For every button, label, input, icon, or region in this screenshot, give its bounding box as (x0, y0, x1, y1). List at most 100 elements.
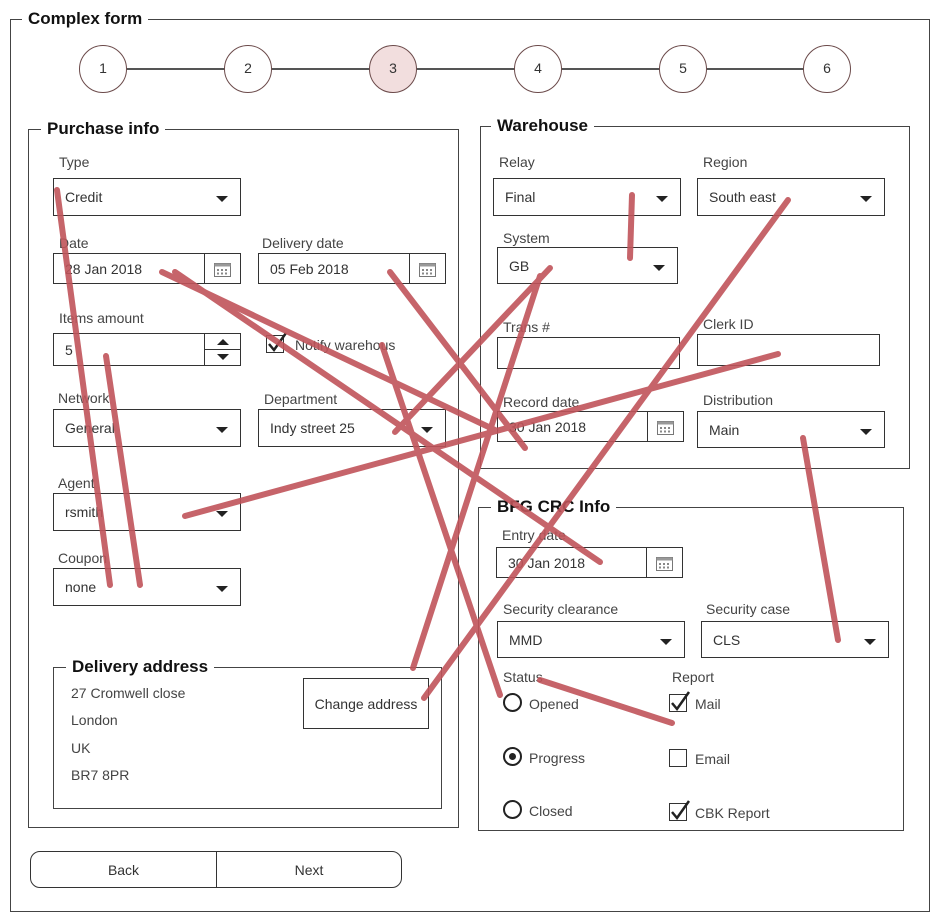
department-select[interactable]: Indy street 25 (258, 409, 446, 447)
relay-select[interactable]: Final (493, 178, 681, 216)
report-cbk-checkbox[interactable] (669, 800, 691, 821)
address-line: 27 Cromwell close (71, 685, 186, 701)
items-amount-stepper[interactable]: 5 (53, 333, 241, 366)
address-line: London (71, 712, 118, 728)
date-input[interactable]: 28 Jan 2018 (53, 253, 241, 284)
coupon-label: Coupon (58, 550, 108, 566)
step-1[interactable]: 1 (79, 45, 127, 93)
distribution-select[interactable]: Main (697, 411, 885, 448)
caret-down-icon (656, 196, 668, 202)
coupon-select[interactable]: none (53, 568, 241, 606)
form-title: Complex form (22, 9, 149, 29)
agent-select[interactable]: rsmith (53, 493, 241, 531)
status-opened-radio[interactable] (503, 693, 522, 712)
caret-down-icon (216, 427, 228, 433)
next-button[interactable]: Next (216, 851, 402, 888)
status-progress-radio[interactable] (503, 747, 522, 766)
status-progress-label: Progress (529, 750, 586, 766)
change-address-button[interactable]: Change address (303, 678, 429, 729)
network-select[interactable]: General (53, 409, 241, 447)
type-select[interactable]: Credit (53, 178, 241, 216)
security-clearance-select[interactable]: MMD (497, 621, 685, 658)
report-mail-label: Mail (695, 696, 721, 712)
stepper-line (417, 68, 515, 70)
delivery-address-panel (53, 667, 442, 809)
address-line: BR7 8PR (71, 767, 130, 783)
report-cbk-label: CBK Report (695, 805, 770, 821)
caret-down-icon (864, 638, 876, 645)
status-label: Status (503, 669, 543, 685)
form-frame (10, 19, 930, 912)
calendar-button[interactable] (204, 254, 240, 283)
step-2[interactable]: 2 (224, 45, 272, 93)
calendar-button[interactable] (409, 254, 445, 283)
step-3[interactable]: 3 (369, 45, 417, 93)
network-label: Network (58, 390, 110, 406)
checkmark-icon (671, 800, 691, 821)
status-closed-label: Closed (529, 803, 573, 819)
warehouse-title: Warehouse (491, 116, 595, 136)
caret-down-icon (421, 427, 433, 433)
trans-input[interactable] (497, 337, 680, 369)
report-label: Report (672, 669, 715, 685)
increment-icon[interactable] (205, 334, 240, 350)
calendar-icon (214, 263, 231, 277)
record-date-label: Record date (503, 394, 580, 410)
notify-warehouse-checkbox[interactable] (266, 332, 288, 353)
delivery-date-input[interactable]: 05 Feb 2018 (258, 253, 446, 284)
clerk-id-label: Clerk ID (703, 316, 754, 332)
stepper-line (707, 68, 805, 70)
system-select[interactable]: GB (497, 247, 678, 284)
calendar-button[interactable] (647, 412, 683, 441)
step-6[interactable]: 6 (803, 45, 851, 93)
type-label: Type (59, 154, 90, 170)
caret-down-icon (860, 428, 872, 435)
stepper-line (127, 68, 225, 70)
purchase-info-title: Purchase info (41, 119, 166, 139)
address-line: UK (71, 740, 91, 756)
region-label: Region (703, 154, 748, 170)
back-button[interactable]: Back (30, 851, 217, 888)
security-case-select[interactable]: CLS (701, 621, 889, 658)
report-email-checkbox[interactable] (669, 749, 687, 767)
stepper-line (562, 68, 660, 70)
decrement-icon[interactable] (205, 350, 240, 366)
step-5[interactable]: 5 (659, 45, 707, 93)
spinner (204, 334, 240, 365)
notify-warehouse-label: Notify warehous (295, 337, 396, 353)
caret-down-icon (860, 196, 872, 202)
report-mail-checkbox[interactable] (669, 691, 691, 712)
status-opened-label: Opened (529, 696, 579, 712)
trans-label: Trans # (503, 319, 550, 335)
delivery-address-title: Delivery address (66, 657, 215, 677)
calendar-icon (656, 557, 673, 571)
region-select[interactable]: South east (697, 178, 885, 216)
step-4[interactable]: 4 (514, 45, 562, 93)
stepper-line (272, 68, 370, 70)
checkmark-icon (268, 332, 288, 353)
bfg-crc-title: BFG CRC Info (491, 497, 617, 517)
record-date-input[interactable]: 30 Jan 2018 (497, 411, 684, 442)
caret-down-icon (216, 586, 228, 592)
date-label: Date (59, 235, 89, 251)
clerk-id-input[interactable] (697, 334, 880, 366)
entry-date-input[interactable]: 30 Jan 2018 (496, 547, 683, 578)
calendar-icon (419, 263, 436, 277)
department-label: Department (264, 391, 338, 407)
delivery-date-label: Delivery date (262, 235, 344, 251)
caret-down-icon (216, 511, 228, 517)
calendar-button[interactable] (646, 548, 682, 577)
caret-down-icon (653, 264, 665, 271)
security-clearance-label: Security clearance (503, 601, 619, 617)
report-email-label: Email (695, 751, 731, 767)
security-case-label: Security case (706, 601, 791, 617)
system-label: System (503, 230, 550, 246)
items-amount-label: Items amount (59, 310, 144, 326)
entry-date-label: Entry date (502, 527, 566, 543)
relay-label: Relay (499, 154, 535, 170)
caret-down-icon (216, 196, 228, 202)
distribution-label: Distribution (703, 392, 774, 408)
agent-label: Agent (58, 475, 95, 491)
calendar-icon (657, 421, 674, 435)
status-closed-radio[interactable] (503, 800, 522, 819)
